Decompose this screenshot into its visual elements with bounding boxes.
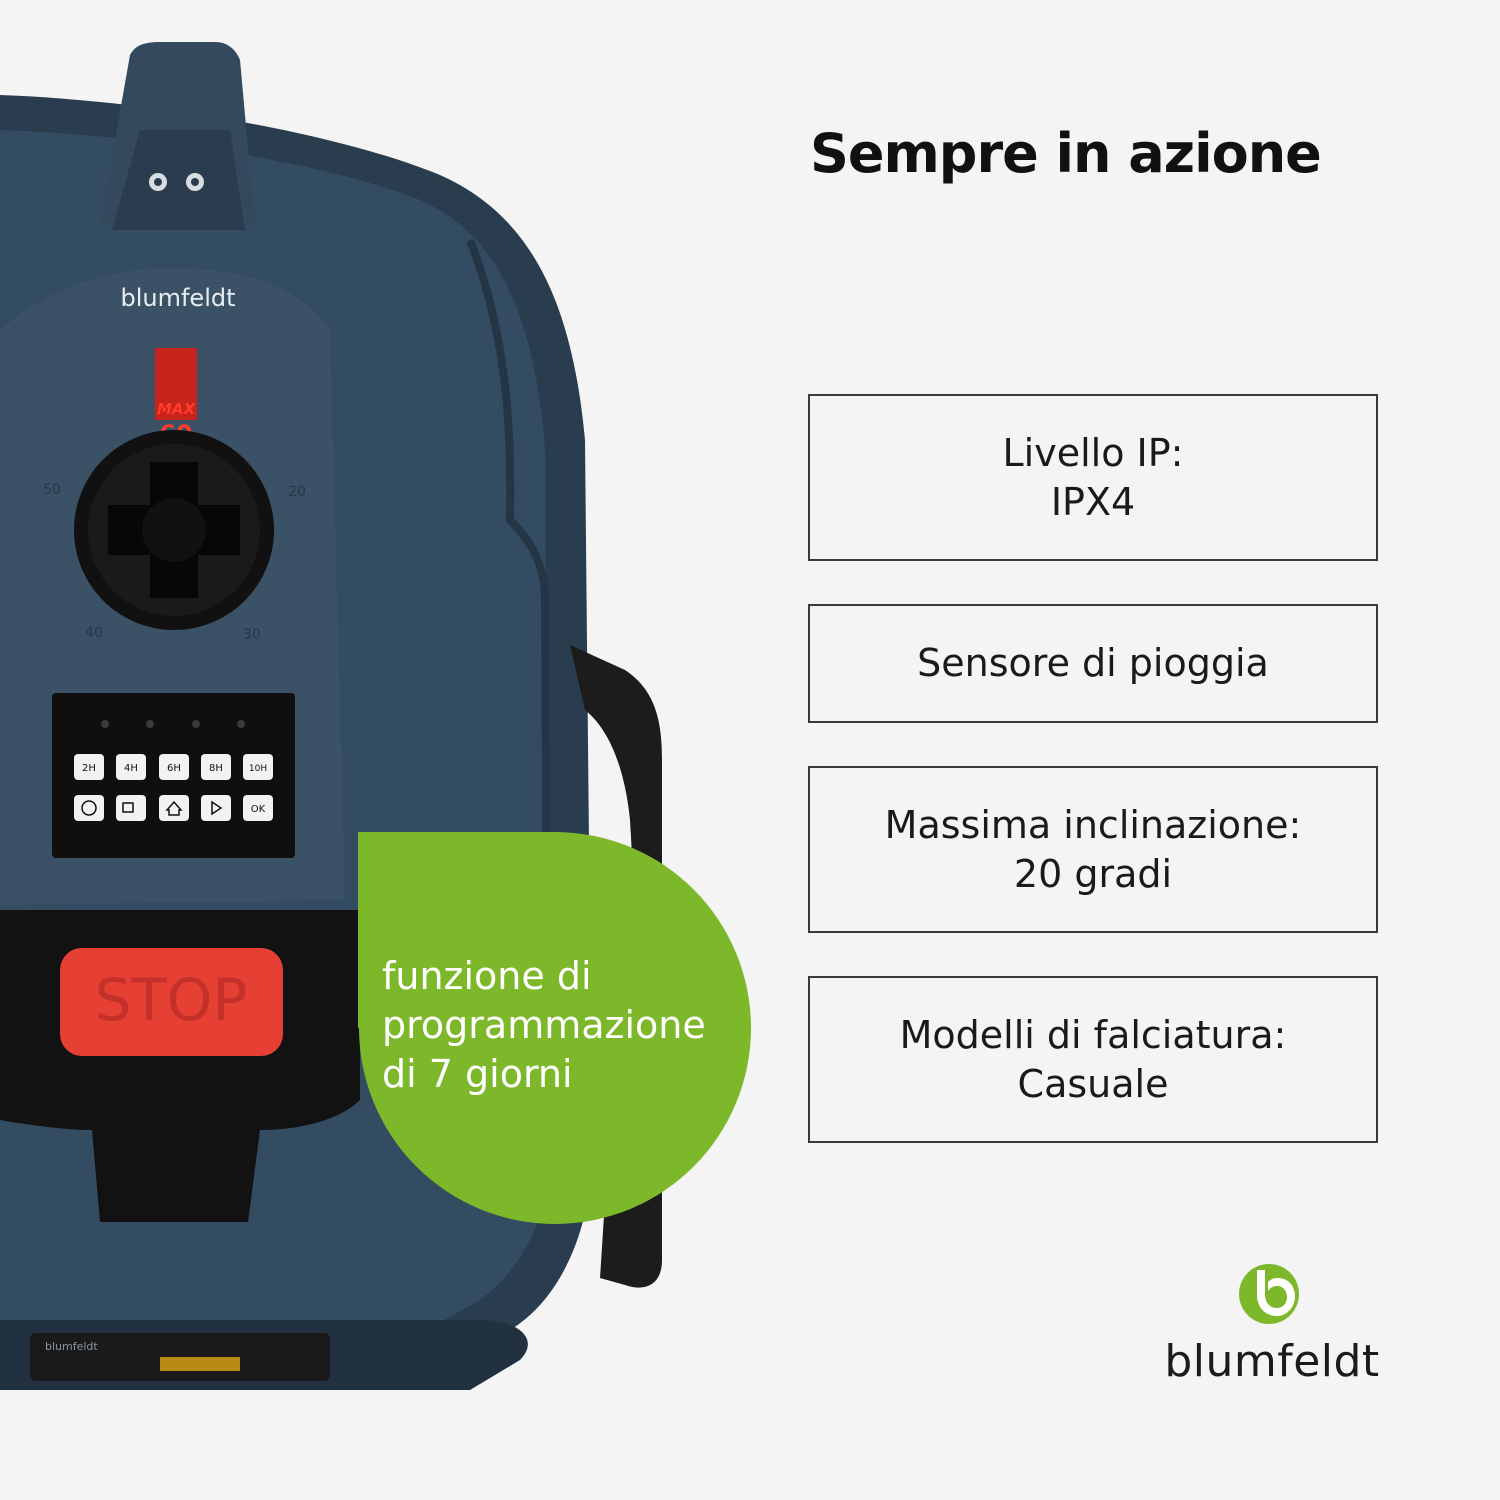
svg-text:MAX: MAX [157,400,197,418]
svg-text:30: 30 [243,627,261,643]
spec-box-rain-sensor: Sensore di pioggia [808,604,1378,723]
spec-label: Massima inclinazione: [884,802,1302,847]
svg-text:STOP: STOP [95,966,248,1034]
spec-value: 20 gradi [1013,851,1173,896]
stop-button [60,948,283,1056]
svg-text:4H: 4H [124,763,138,774]
spec-value: Casuale [1017,1061,1169,1106]
svg-text:6H: 6H [167,763,181,774]
robot-mower-image: blumfeldt blumfeldt MAX 60 50 20 40 30 [0,42,751,1390]
function-buttons: OK [74,795,273,821]
svg-text:10H: 10H [249,764,267,774]
svg-text:2H: 2H [82,763,96,774]
badge-line: di 7 giorni [382,1052,573,1096]
spec-box-mowing-pattern: Modelli di falciatura: Casuale [808,976,1378,1143]
timer-buttons: 2H 4H 6H 8H 10H [74,754,273,780]
badge-line: programmazione [382,1003,706,1047]
svg-text:OK: OK [251,804,266,815]
spec-label: Livello IP: [1002,430,1184,475]
brand-logo: blumfeldt [1150,1262,1390,1392]
svg-text:20: 20 [288,484,306,500]
brand-wordmark: blumfeldt [1164,1336,1380,1387]
svg-text:50: 50 [43,482,61,498]
spec-label: Sensore di pioggia [917,641,1269,685]
spec-label: Modelli di falciatura: [899,1012,1287,1057]
device-brand-text: blumfeldt [120,284,235,312]
spec-box-max-incline: Massima inclinazione: 20 gradi [808,766,1378,933]
spec-box-ip-rating: Livello IP: IPX4 [808,394,1378,561]
height-indicator [155,348,197,420]
svg-text:40: 40 [85,625,103,641]
label-plate-brand: blumfeldt [45,1340,98,1353]
spec-value: IPX4 [1050,479,1136,524]
badge-line: funzione di [382,954,592,998]
brand-b-icon [1239,1264,1299,1324]
page-title: Sempre in azione [810,122,1322,185]
feature-badge-text: funzione di programmazione di 7 giorni [382,952,752,1099]
svg-text:8H: 8H [209,763,223,774]
